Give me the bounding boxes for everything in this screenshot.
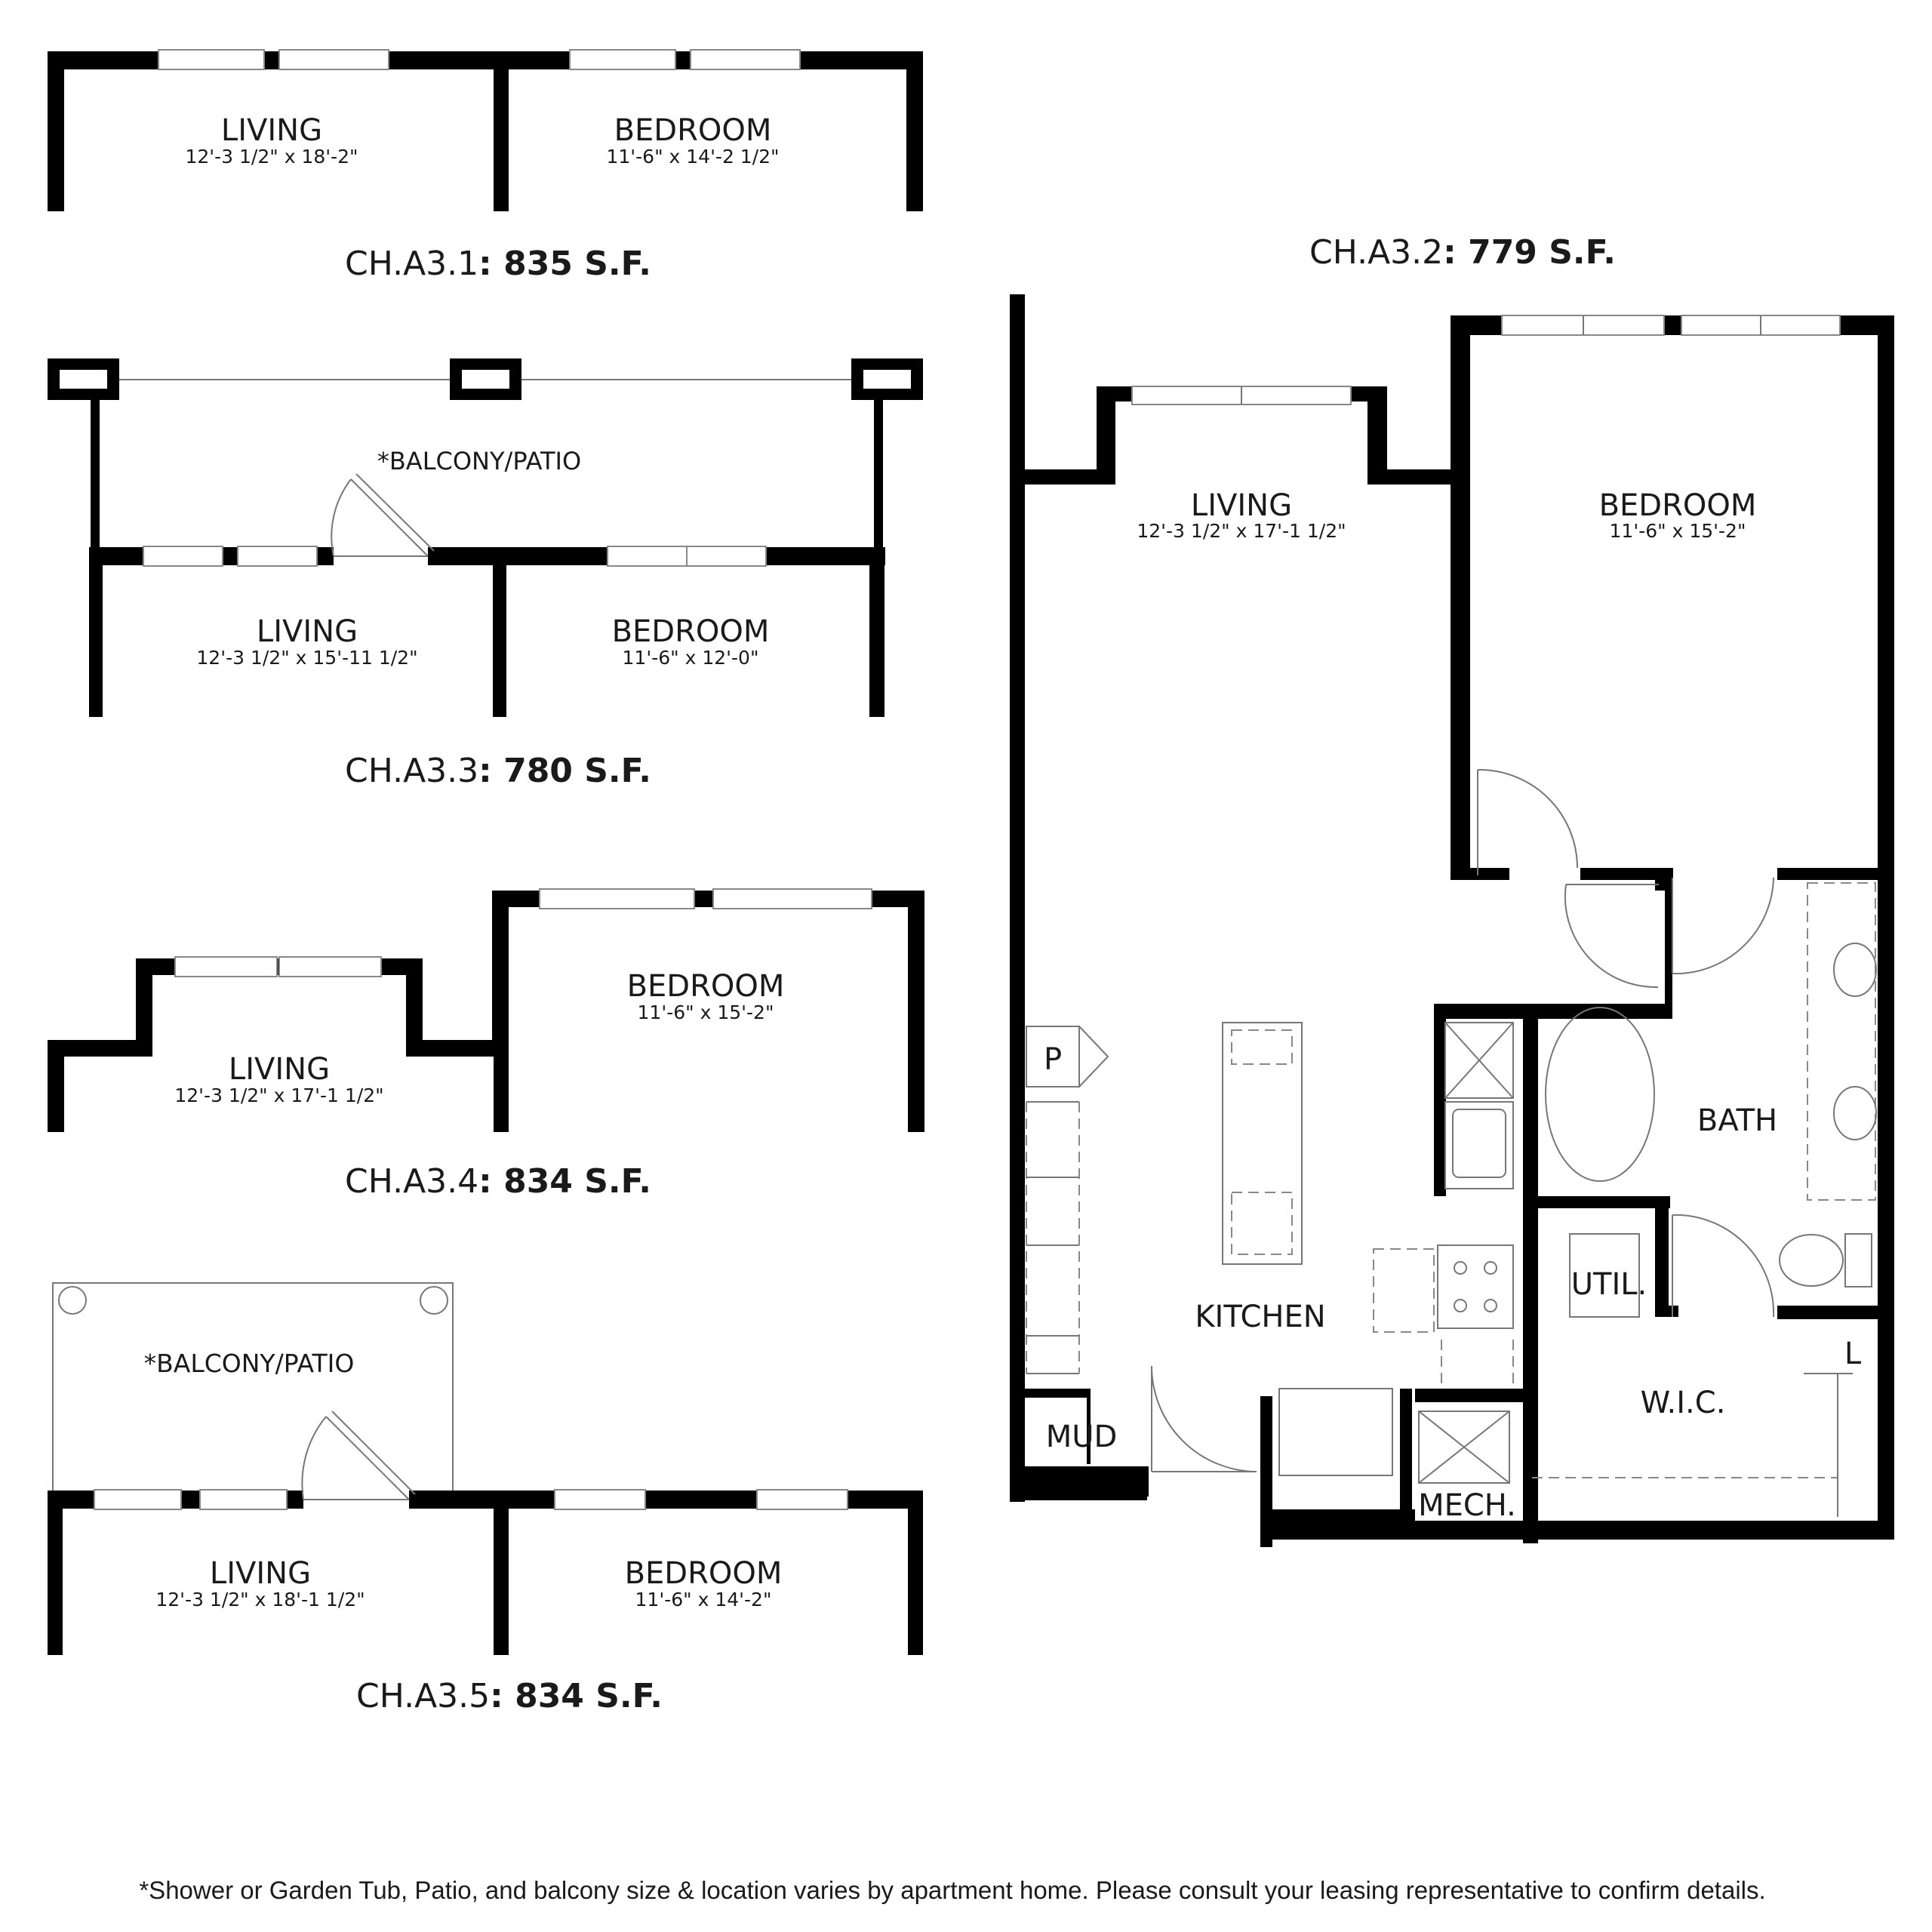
plan-title: CH.A3.3: 780 S.F.	[345, 752, 651, 790]
fridge	[1444, 1022, 1514, 1099]
plan-a31: LIVING 12'-3 1/2" x 18'-2" BEDROOM 11'-6…	[48, 49, 923, 283]
plan-square-footage: 835 S.F.	[503, 245, 651, 283]
plan-code: CH.A3.5	[356, 1677, 490, 1715]
bedroom-dimensions: 11'-6" x 14'-2 1/2"	[606, 146, 779, 168]
kitchen-sink	[1444, 1101, 1514, 1189]
walk-in-closet-label: W.I.C.	[1641, 1386, 1726, 1420]
bedroom-dimensions: 11'-6" x 15'-2"	[1610, 520, 1746, 542]
plan-a32: CH.A3.2: 779 S.F.	[1010, 233, 1894, 1547]
plan-code: CH.A3.1	[345, 245, 478, 283]
plan-square-footage: 834 S.F.	[515, 1677, 663, 1715]
plan-title: CH.A3.2: 779 S.F.	[1309, 233, 1616, 272]
living-label: LIVING	[229, 1052, 330, 1087]
column-circle	[420, 1286, 448, 1315]
balcony-label: *BALCONY/PATIO	[377, 447, 581, 475]
plan-a33-walls	[89, 546, 885, 717]
living-dimensions: 12'-3 1/2" x 18'-1 1/2"	[155, 1589, 365, 1611]
balcony-label: *BALCONY/PATIO	[144, 1349, 355, 1378]
utility-label: UTIL.	[1571, 1267, 1647, 1302]
plan-a35-balcony	[52, 1282, 454, 1495]
plan-title: CH.A3.5: 834 S.F.	[356, 1677, 663, 1715]
living-label: LIVING	[1191, 488, 1292, 523]
pantry-closet	[1026, 1026, 1080, 1088]
column-circle	[58, 1286, 87, 1315]
bedroom-label: BEDROOM	[627, 969, 785, 1004]
plan-a33-balcony	[48, 358, 923, 553]
patio-door	[301, 1411, 416, 1500]
living-dimensions: 12'-3 1/2" x 15'-11 1/2"	[196, 647, 417, 669]
bedroom-dimensions: 11'-6" x 15'-2"	[638, 1001, 774, 1023]
utility-closet	[1569, 1233, 1640, 1318]
bedroom-dimensions: 11'-6" x 12'-0"	[623, 647, 759, 669]
plan-a32-doors	[1151, 768, 1775, 1472]
living-label: LIVING	[257, 614, 358, 649]
plan-a35-walls	[48, 1489, 923, 1655]
plan-title: CH.A3.1: 835 S.F.	[345, 245, 651, 283]
plan-square-footage: 779 S.F.	[1468, 233, 1616, 272]
kitchen-label: KITCHEN	[1195, 1300, 1325, 1334]
mudroom-label: MUD	[1046, 1420, 1118, 1454]
living-dimensions: 12'-3 1/2" x 17'-1 1/2"	[1137, 520, 1346, 542]
bedroom-dimensions: 11'-6" x 14'-2"	[635, 1589, 772, 1611]
bedroom-label: BEDROOM	[625, 1556, 783, 1591]
plan-square-footage: 780 S.F.	[503, 752, 651, 790]
plan-a32-fixtures	[1026, 882, 1877, 1517]
plan-a32-walls	[1010, 294, 1894, 1547]
living-label: LIVING	[221, 113, 322, 148]
plan-a34: LIVING 12'-3 1/2" x 17'-1 1/2" BEDROOM 1…	[48, 888, 924, 1201]
footnote: *Shower or Garden Tub, Patio, and balcon…	[139, 1876, 1765, 1904]
pantry-label: P	[1044, 1042, 1062, 1077]
plan-code: CH.A3.2	[1309, 233, 1443, 272]
living-label: LIVING	[210, 1556, 311, 1591]
bedroom-label: BEDROOM	[614, 113, 772, 148]
toilet	[1779, 1234, 1844, 1287]
washer-dryer	[1278, 1388, 1393, 1476]
kitchen-island	[1222, 1022, 1303, 1265]
plan-a32-interior-walls	[1011, 868, 1879, 1543]
linen-label: L	[1844, 1337, 1862, 1371]
plan-a35: *BALCONY/PATIO LIVING 12'-3 1/2" x 18'-1…	[48, 1282, 923, 1715]
mechanical-label: MECH.	[1418, 1488, 1516, 1523]
bedroom-label: BEDROOM	[1599, 488, 1757, 523]
plan-code: CH.A3.4	[345, 1162, 478, 1201]
plan-a31-walls	[48, 49, 923, 211]
bath-label: BATH	[1697, 1103, 1777, 1138]
plan-a34-walls	[48, 888, 924, 1132]
plan-square-footage: 834 S.F.	[503, 1162, 651, 1201]
bedroom-label: BEDROOM	[612, 614, 770, 649]
patio-door	[331, 473, 435, 557]
living-dimensions: 12'-3 1/2" x 17'-1 1/2"	[174, 1084, 383, 1106]
plan-title: CH.A3.4: 834 S.F.	[345, 1162, 651, 1201]
water-heater	[1418, 1411, 1510, 1484]
living-dimensions: 12'-3 1/2" x 18'-2"	[185, 146, 358, 168]
plan-a33: *BALCONY/PATIO LIVING 12'-3 1/2" x 15'-1…	[48, 358, 923, 790]
bathtub	[1545, 1007, 1655, 1182]
plan-code: CH.A3.3	[345, 752, 478, 790]
vanity	[1807, 882, 1876, 1201]
stove	[1437, 1244, 1514, 1329]
